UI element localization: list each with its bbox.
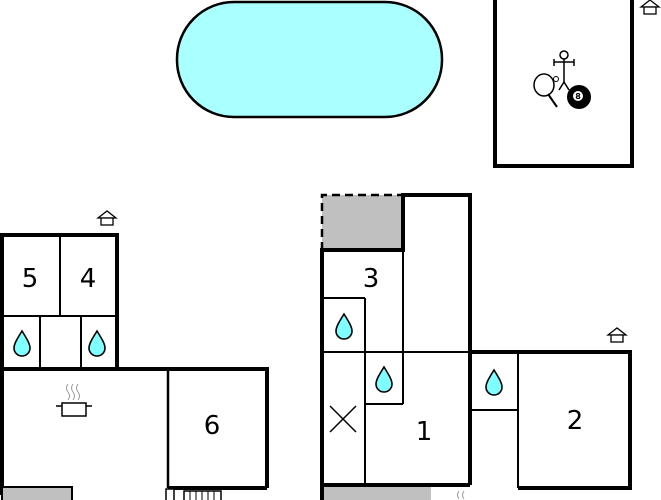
table-tennis-icon xyxy=(533,73,559,108)
room-label-3: 3 xyxy=(363,264,380,294)
left-bottom-shaded xyxy=(1,486,73,500)
right-bottom-shaded xyxy=(324,487,431,500)
water-drop-icon xyxy=(13,329,31,357)
right-building-walls xyxy=(320,193,472,500)
right-top-shaded xyxy=(322,195,403,251)
water-drop-icon xyxy=(88,329,106,357)
water-drop-icon xyxy=(485,368,503,396)
pool-shape xyxy=(175,0,444,119)
room-label-6: 6 xyxy=(204,411,221,441)
house-icon xyxy=(606,327,628,343)
room-label-4: 4 xyxy=(80,264,97,294)
room-label-5: 5 xyxy=(22,264,39,294)
radiator-icon xyxy=(165,488,222,500)
water-drop-icon xyxy=(375,365,393,393)
water-drop-icon xyxy=(335,312,353,340)
foosball-icon xyxy=(553,50,575,91)
cooking-pot-icon xyxy=(56,383,92,417)
billiard-ball-number: 8 xyxy=(575,92,581,101)
room-label-2: 2 xyxy=(567,406,584,436)
games-room xyxy=(493,0,634,168)
left-building-walls xyxy=(0,233,269,495)
billiard-ball-icon: 8 xyxy=(567,85,591,109)
house-icon xyxy=(96,210,118,226)
house-icon xyxy=(639,0,661,15)
room-label-1: 1 xyxy=(416,417,433,447)
x-mark-icon xyxy=(329,405,357,433)
